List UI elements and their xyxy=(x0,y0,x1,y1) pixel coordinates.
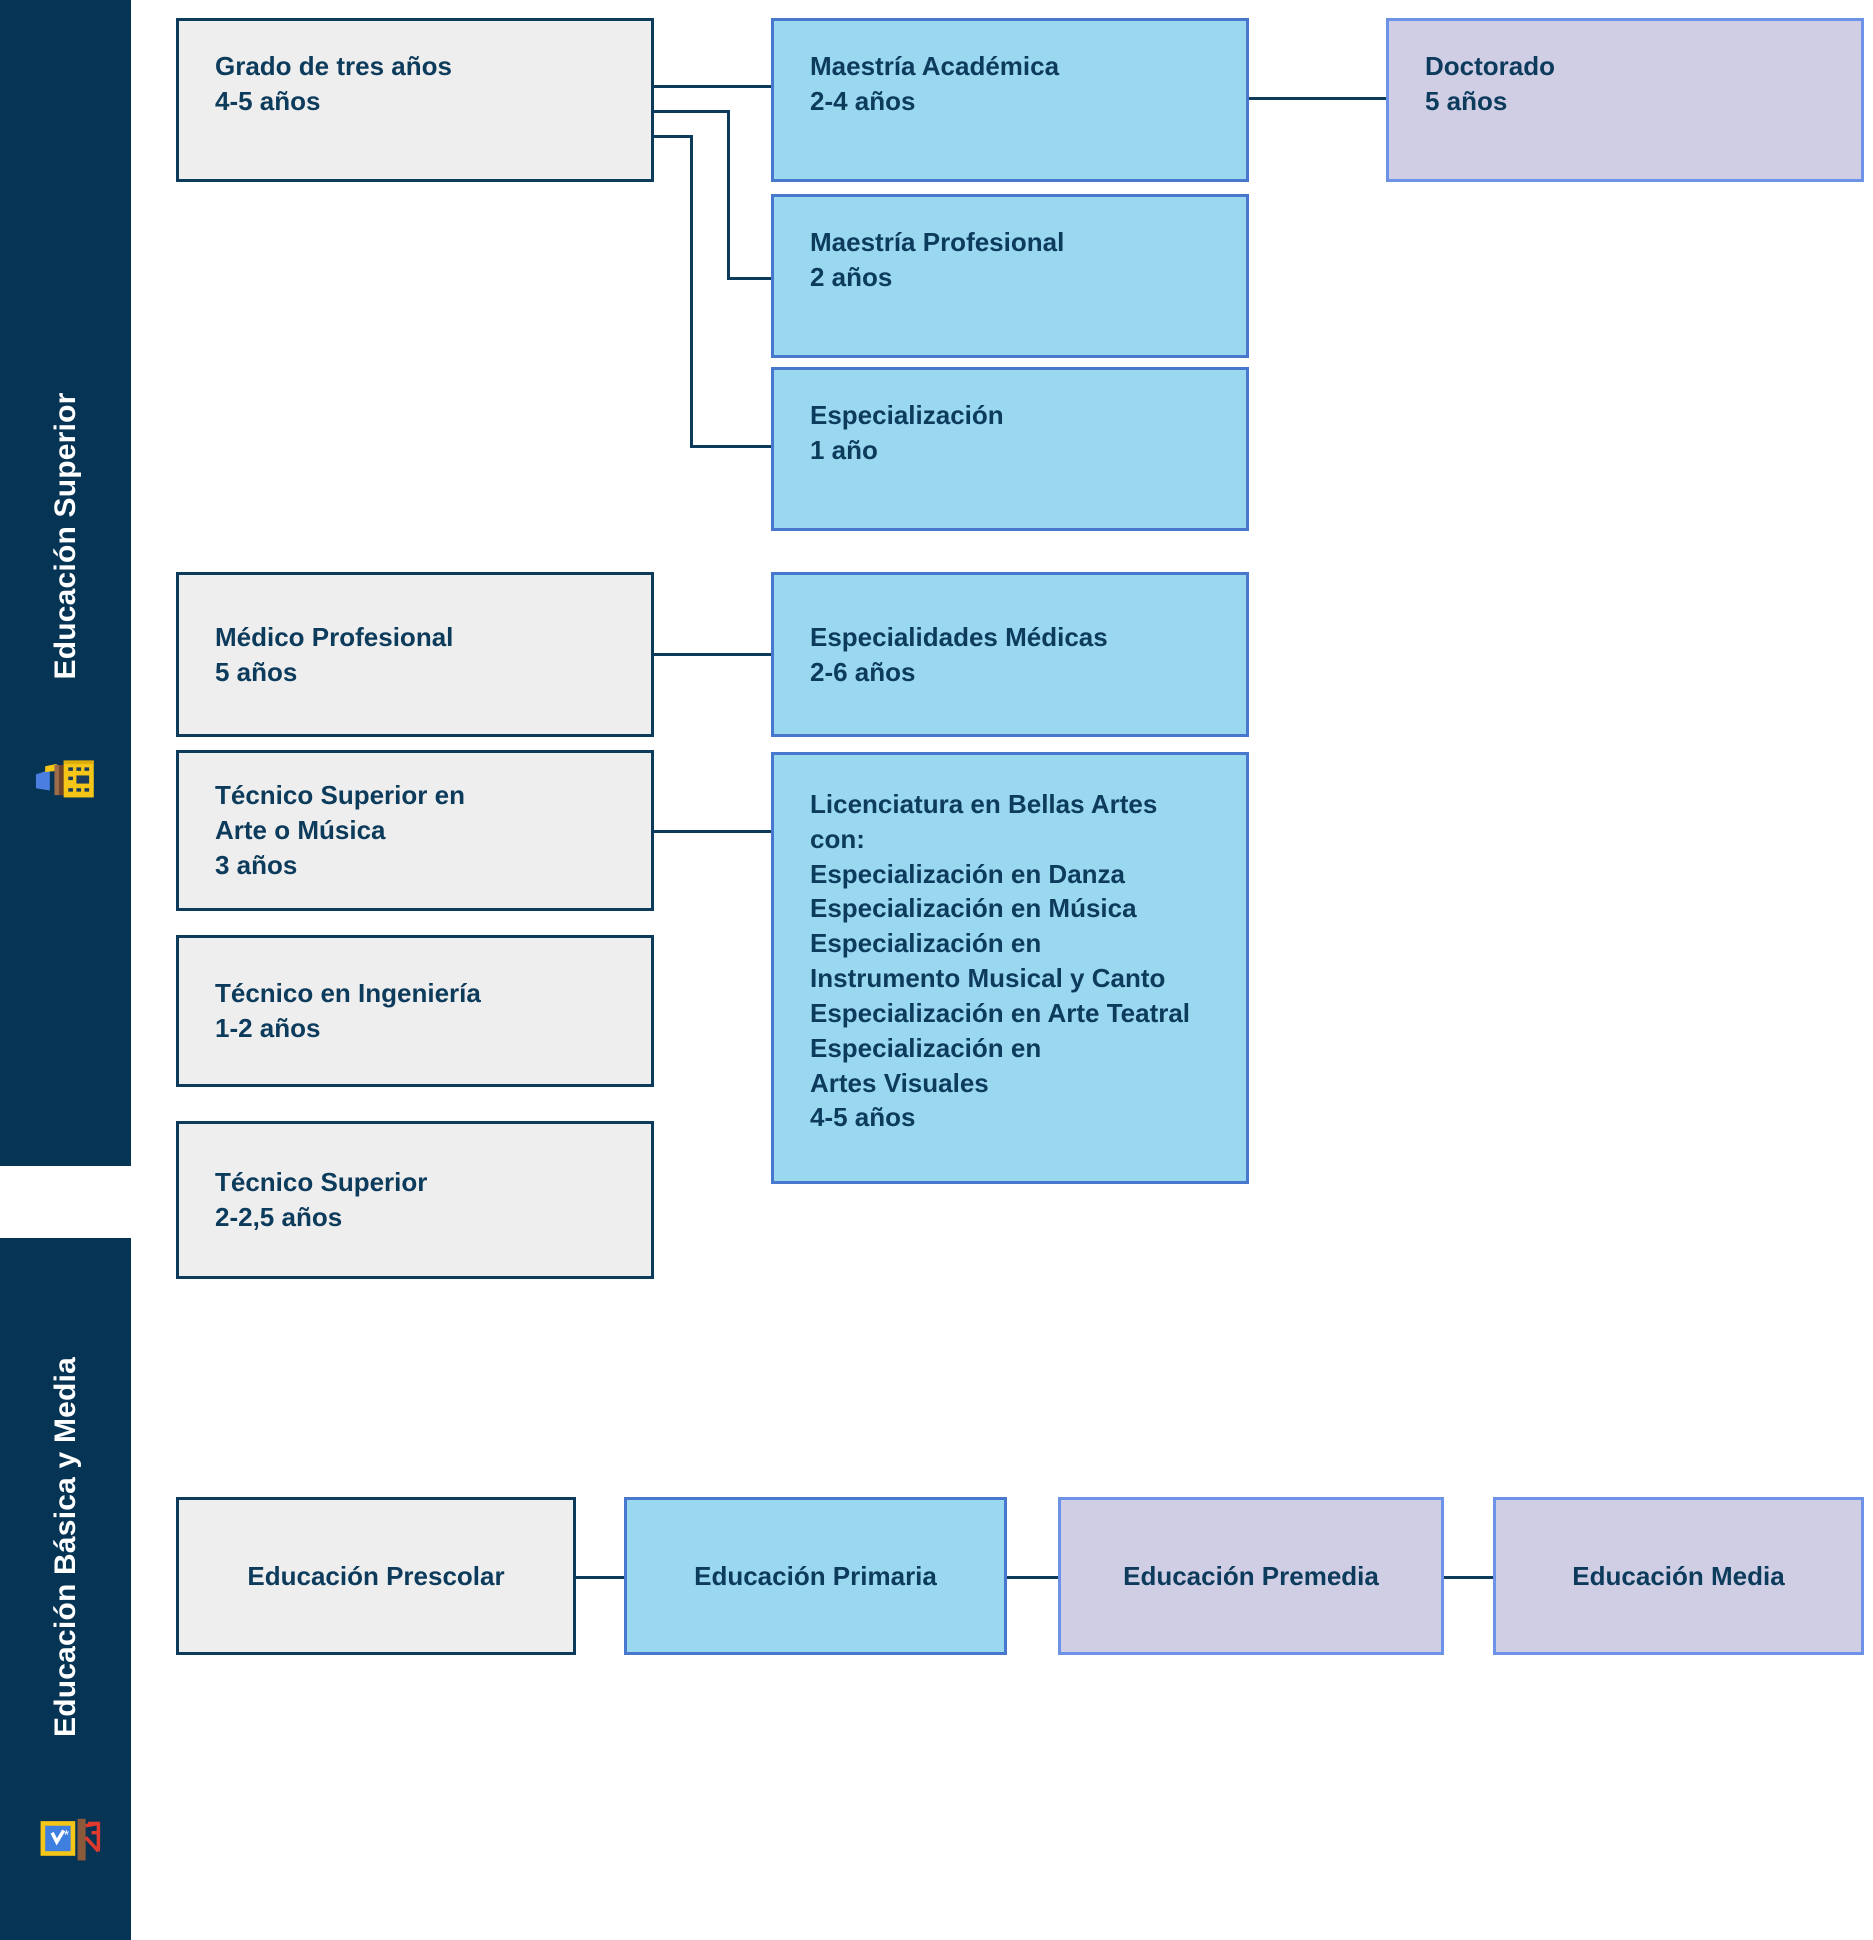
node-maestria-profesional[interactable]: Maestría Profesional 2 años xyxy=(771,194,1249,358)
node-label: Educación Premedia xyxy=(1123,1560,1379,1591)
svg-text:*: * xyxy=(63,1827,69,1843)
node-medico-profesional[interactable]: Médico Profesional 5 años xyxy=(176,572,654,737)
connector-medico-to-especialidades-medicas xyxy=(654,653,771,656)
connector-prescolar-to-primaria xyxy=(576,1576,624,1579)
node-label: Especialidades Médicas 2-6 años xyxy=(810,621,1108,687)
node-label: Técnico Superior 2-2,5 años xyxy=(215,1167,428,1232)
node-label: Especialización 1 año xyxy=(810,400,1004,465)
connector-primaria-to-premedia xyxy=(1007,1576,1058,1579)
connector-grado-to-maestria-profesional-seg1 xyxy=(654,110,730,113)
connector-grado-to-especializacion-seg3 xyxy=(690,445,771,448)
section-band-educacion-basica-y-media: Educación Básica y Media * xyxy=(0,1238,131,1940)
section-band-educacion-superior: Educación Superior xyxy=(0,0,131,1166)
node-tecnico-superior[interactable]: Técnico Superior 2-2,5 años xyxy=(176,1121,654,1279)
node-educacion-primaria[interactable]: Educación Primaria xyxy=(624,1497,1007,1655)
node-grado-de-tres-anos[interactable]: Grado de tres años 4-5 años xyxy=(176,18,654,182)
section-label-educacion-basica-y-media: Educación Básica y Media xyxy=(48,1356,82,1737)
node-label: Médico Profesional 5 años xyxy=(215,621,454,687)
node-educacion-prescolar[interactable]: Educación Prescolar xyxy=(176,1497,576,1655)
connector-maestria-academica-to-doctorado xyxy=(1249,97,1386,100)
university-building-icon xyxy=(29,735,103,809)
node-especialidades-medicas[interactable]: Especialidades Médicas 2-6 años xyxy=(771,572,1249,737)
connector-grado-to-maestria-profesional-seg2 xyxy=(727,110,730,280)
node-doctorado[interactable]: Doctorado 5 años xyxy=(1386,18,1864,182)
node-label: Maestría Profesional 2 años xyxy=(810,227,1065,292)
node-educacion-media[interactable]: Educación Media xyxy=(1493,1497,1864,1655)
node-label: Educación Prescolar xyxy=(247,1560,505,1591)
node-label: Doctorado 5 años xyxy=(1425,51,1555,116)
node-tecnico-en-ingenieria[interactable]: Técnico en Ingeniería 1-2 años xyxy=(176,935,654,1087)
node-especializacion[interactable]: Especialización 1 año xyxy=(771,367,1249,531)
connector-grado-to-especializacion-seg1 xyxy=(654,135,693,138)
node-label: Técnico en Ingeniería 1-2 años xyxy=(215,978,481,1043)
node-label: Técnico Superior en Arte o Música 3 años xyxy=(215,780,465,880)
node-licenciatura-en-bellas-artes[interactable]: Licenciatura en Bellas Artes con: Especi… xyxy=(771,752,1249,1184)
connector-grado-to-especializacion-seg2 xyxy=(690,135,693,448)
node-label: Maestría Académica 2-4 años xyxy=(810,51,1060,116)
section-label-educacion-superior: Educación Superior xyxy=(48,392,82,680)
school-desk-icon: * xyxy=(29,1798,103,1872)
node-label: Educación Media xyxy=(1572,1560,1785,1591)
connector-grado-to-maestria-academica xyxy=(654,85,771,88)
node-tecnico-superior-en-arte-o-musica[interactable]: Técnico Superior en Arte o Música 3 años xyxy=(176,750,654,911)
connector-grado-to-maestria-profesional-seg3 xyxy=(727,277,771,280)
node-educacion-premedia[interactable]: Educación Premedia xyxy=(1058,1497,1444,1655)
node-maestria-academica[interactable]: Maestría Académica 2-4 años xyxy=(771,18,1249,182)
node-label: Educación Primaria xyxy=(694,1560,937,1591)
connector-tecnico-arte-to-licenciatura xyxy=(654,830,771,833)
node-label: Grado de tres años 4-5 años xyxy=(215,51,452,116)
connector-premedia-to-media xyxy=(1444,1576,1493,1579)
node-label: Licenciatura en Bellas Artes con: Especi… xyxy=(810,789,1191,1133)
